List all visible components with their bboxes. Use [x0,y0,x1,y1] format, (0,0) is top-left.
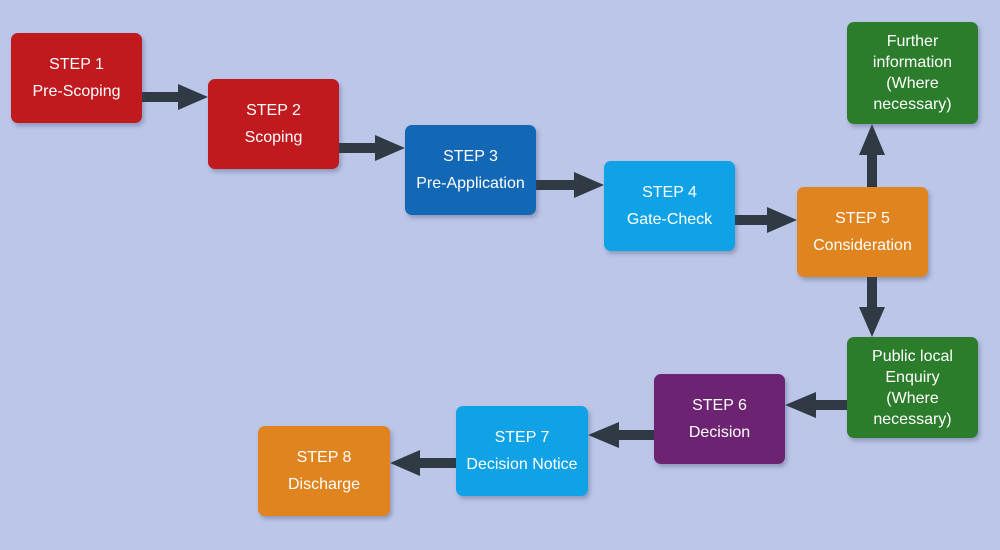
arrow-step4-to-step5 [735,207,797,233]
arrow-step5-to-further-info [859,124,885,187]
step3-title: Pre-Application [416,175,525,192]
step2-box: STEP 2 Scoping [208,79,339,169]
step8-box: STEP 8 Discharge [258,426,390,516]
step1-title: Pre-Scoping [32,83,121,100]
step7-box: STEP 7 Decision Notice [456,406,588,496]
public-enquiry-line-2: Enquiry [885,368,940,386]
arrow-step7-to-step8 [390,450,456,476]
step4-title: Gate-Check [626,211,713,228]
step5-label: STEP 5 [835,210,890,227]
step8-title: Discharge [287,476,361,493]
further-information-box: Further information (Where necessary) [847,22,978,124]
step6-label: STEP 6 [692,397,747,414]
step5-title: Consideration [813,237,912,254]
step3-label: STEP 3 [443,148,498,165]
arrow-step2-to-step3 [339,135,405,161]
step6-title: Decision [688,424,751,441]
arrow-step6-to-step7 [588,422,654,448]
step2-label: STEP 2 [246,102,301,119]
arrow-step5-to-public-enquiry [859,277,885,337]
step6-box: STEP 6 Decision [654,374,785,464]
step7-title: Decision Notice [466,456,578,473]
step3-box: STEP 3 Pre-Application [405,125,536,215]
step5-box: STEP 5 Consideration [797,187,928,277]
step4-box: STEP 4 Gate-Check [604,161,735,251]
step1-box: STEP 1 Pre-Scoping [11,33,142,123]
public-local-enquiry-box: Public local Enquiry (Where necessary) [847,337,978,438]
arrow-step3-to-step4 [536,172,604,198]
further-info-line-1: Further [886,33,939,50]
arrow-step1-to-step2 [142,84,208,110]
further-info-line-4: necessary) [873,96,952,113]
step7-label: STEP 7 [494,429,550,446]
step8-label: STEP 8 [296,449,352,466]
public-enquiry-line-1: Public local [872,347,953,365]
step2-title: Scoping [244,129,303,146]
further-info-line-2: information [872,54,953,71]
public-enquiry-line-4: necessary) [873,410,952,428]
step4-label: STEP 4 [642,184,697,201]
arrow-public-enquiry-to-step6 [785,392,847,418]
public-enquiry-line-3: (Where [886,389,939,407]
further-info-line-3: (Where [886,75,939,92]
step1-label: STEP 1 [49,56,104,73]
